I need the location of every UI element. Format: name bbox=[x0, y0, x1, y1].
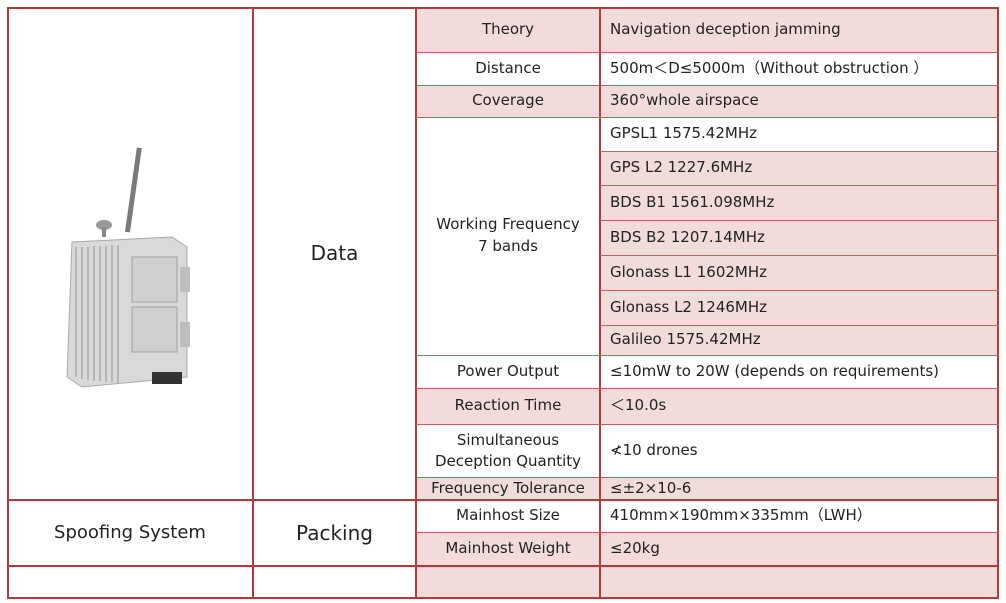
grid-line bbox=[252, 7, 254, 599]
row-value-mainhost-weight: ≤20kg bbox=[600, 532, 999, 566]
grid-line bbox=[600, 151, 999, 152]
product-image-cell bbox=[7, 7, 253, 500]
row-label-theory: Theory bbox=[416, 7, 600, 52]
section-packing-label: Packing bbox=[253, 500, 416, 566]
row-label-reaction-time: Reaction Time bbox=[416, 388, 600, 424]
jammer-device-image bbox=[66, 147, 190, 388]
band-value: Galileo 1575.42MHz bbox=[600, 325, 999, 355]
empty-cell bbox=[600, 566, 999, 599]
band-value: BDS B2 1207.14MHz bbox=[600, 220, 999, 255]
band-value: BDS B1 1561.098MHz bbox=[600, 185, 999, 220]
grid-line bbox=[600, 220, 999, 221]
row-label-mainhost-weight: Mainhost Weight bbox=[416, 532, 600, 566]
grid-line bbox=[7, 565, 999, 567]
spec-table: Data Spoofing System Packing Theory Navi… bbox=[7, 7, 999, 599]
row-value-reaction-time: ＜10.0s bbox=[600, 388, 999, 424]
row-label-frequency-tolerance: Frequency Tolerance bbox=[416, 477, 600, 500]
row-label-working-frequency: Working Frequency 7 bands bbox=[416, 117, 600, 355]
grid-line bbox=[600, 255, 999, 256]
row-value-distance: 500m＜D≤5000m（Without obstruction ） bbox=[600, 52, 999, 85]
grid-line bbox=[7, 597, 999, 599]
grid-line bbox=[416, 388, 999, 389]
row-value-theory: Navigation deception jamming bbox=[600, 7, 999, 52]
grid-line bbox=[7, 7, 999, 9]
grid-line bbox=[416, 85, 999, 86]
band-value: Glonass L2 1246MHz bbox=[600, 290, 999, 325]
row-value-power-output: ≤10mW to 20W (depends on requirements) bbox=[600, 355, 999, 388]
row-label-simultaneous: Simultaneous Deception Quantity bbox=[416, 424, 600, 477]
row-value-simultaneous: ≮10 drones bbox=[600, 424, 999, 477]
grid-line bbox=[416, 355, 999, 356]
band-value: GPSL1 1575.42MHz bbox=[600, 117, 999, 151]
grid-line bbox=[7, 499, 999, 501]
row-label-coverage: Coverage bbox=[416, 85, 600, 117]
grid-line bbox=[416, 477, 999, 478]
row-value-coverage: 360°whole airspace bbox=[600, 85, 999, 117]
grid-line bbox=[416, 424, 999, 425]
grid-line bbox=[600, 185, 999, 186]
row-value-frequency-tolerance: ≤±2×10-6 bbox=[600, 477, 999, 500]
grid-line bbox=[7, 7, 9, 599]
grid-line bbox=[600, 325, 999, 326]
grid-line bbox=[599, 7, 601, 599]
row-label-power-output: Power Output bbox=[416, 355, 600, 388]
section-data-label: Data bbox=[253, 7, 416, 500]
band-value: Glonass L1 1602MHz bbox=[600, 255, 999, 290]
grid-line bbox=[600, 290, 999, 291]
grid-line bbox=[416, 52, 999, 53]
empty-cell bbox=[253, 566, 416, 599]
band-value: GPS L2 1227.6MHz bbox=[600, 151, 999, 185]
grid-line bbox=[416, 532, 999, 533]
empty-cell bbox=[7, 566, 253, 599]
grid-line bbox=[997, 7, 999, 599]
row-label-distance: Distance bbox=[416, 52, 600, 85]
product-name: Spoofing System bbox=[7, 500, 253, 566]
grid-line bbox=[416, 117, 999, 118]
row-label-mainhost-size: Mainhost Size bbox=[416, 500, 600, 532]
row-value-mainhost-size: 410mm×190mm×335mm（LWH） bbox=[600, 500, 999, 532]
grid-line bbox=[415, 7, 417, 599]
empty-cell bbox=[416, 566, 600, 599]
